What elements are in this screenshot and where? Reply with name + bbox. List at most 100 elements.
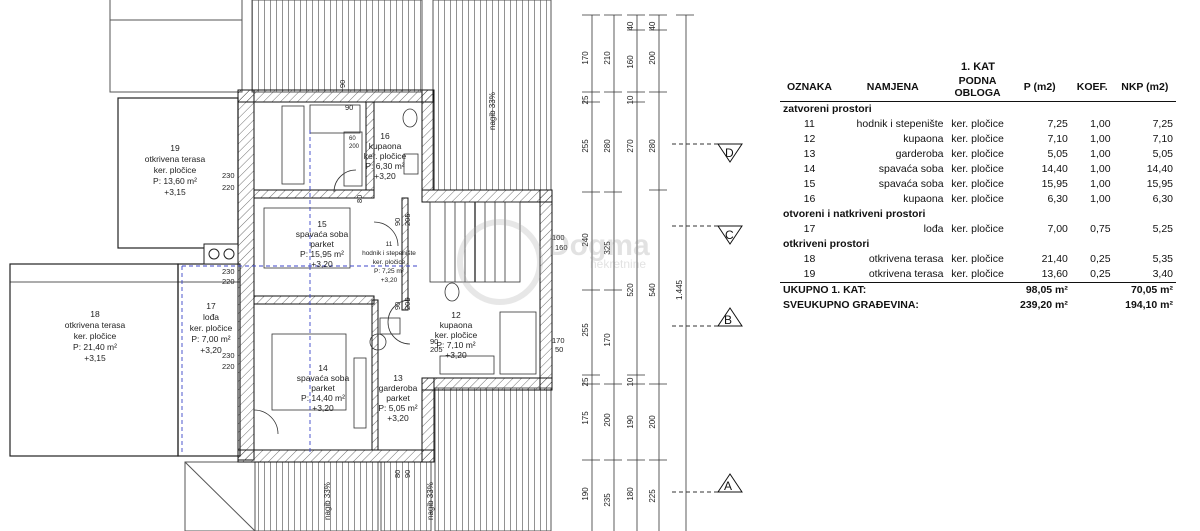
room-level: +3,20 <box>387 413 409 423</box>
dim-label: 520 <box>626 283 635 297</box>
total-label: UKUPNO 1. KAT: <box>780 282 1009 298</box>
cell-koef: 1,00 <box>1090 178 1111 190</box>
dim-label: 190 <box>581 487 590 501</box>
room-name: hodnik i stepenište <box>362 250 416 257</box>
cell-p: 5,05 <box>1047 148 1068 160</box>
dim-label: 220 <box>222 362 235 371</box>
dim-label: 90 <box>393 218 402 226</box>
total-spacer <box>1070 282 1114 298</box>
room-id: 13 <box>393 373 403 383</box>
area-table-panel: 1. KAT OZNAKA NAMJENA PODNA OBLOGA P (m2… <box>780 60 1180 313</box>
dim-label: 90 <box>338 80 347 88</box>
cell-koef: 1,00 <box>1090 163 1111 175</box>
room-name: kupaona <box>440 320 473 330</box>
dim-label: 100 <box>552 233 565 242</box>
room-13: 13 garderoba parket P: 5,05 m² +3,20 <box>378 373 417 423</box>
watermark-brand: Dogma <box>548 229 650 262</box>
cell-oznaka: 11 <box>804 118 815 130</box>
roof-slope: nagib 33% <box>323 482 332 520</box>
dim-label: 240 <box>581 233 590 247</box>
room-floor: parket <box>386 393 410 403</box>
room-16: 16 kupaona ker. pločice P: 6,30 m² +3,20 <box>364 131 407 181</box>
dim-label: 255 <box>581 139 590 153</box>
cell-koef: 0,75 <box>1090 223 1111 235</box>
cell-namjena: otkrivena terasa <box>868 253 944 265</box>
total-spacer <box>1071 298 1114 313</box>
dim-label: 10 <box>626 95 635 104</box>
room-11: 11 hodnik i stepenište ker. pločice P: 7… <box>362 241 416 284</box>
cell-obloga: ker. pločice <box>951 193 1004 205</box>
table-section-row: otkriveni prostori <box>780 237 1176 252</box>
dim-label: 220 <box>222 183 235 192</box>
cell-namjena: lođa <box>923 223 944 235</box>
watermark-logo: Dogma nekretnine <box>457 219 650 305</box>
dim-label: 205 <box>430 345 443 354</box>
section-markers: D C B A <box>672 143 743 493</box>
dim-label: 200 <box>648 51 657 65</box>
dim-label: 50 <box>555 345 563 354</box>
cell-oznaka: 16 <box>803 193 816 205</box>
room-floor: parket <box>310 239 334 249</box>
cell-p: 7,25 <box>1047 118 1068 130</box>
cell-nkp: 7,10 <box>1152 133 1173 145</box>
room-level: +3,20 <box>311 259 333 269</box>
col-p: P (m2) <box>1008 75 1071 102</box>
dim-label: 205 <box>403 213 412 226</box>
cell-obloga: ker. pločice <box>951 268 1004 280</box>
dim-label: 230 <box>222 171 235 180</box>
room-id: 12 <box>451 310 461 320</box>
section-mark-label: A <box>724 479 732 493</box>
section-mark-b: B <box>672 307 743 327</box>
room-labels: 19 otkrivena terasa ker. pločice P: 13,6… <box>65 131 478 423</box>
cell-nkp: 5,25 <box>1152 223 1173 235</box>
room-level: +3,15 <box>84 353 106 363</box>
room-15: 15 spavaća soba parket P: 15,95 m² +3,20 <box>296 219 349 269</box>
cell-oznaka: 12 <box>803 133 816 145</box>
table-section-row: zatvoreni prostori <box>780 102 1176 118</box>
dim-label: 200 <box>349 144 360 150</box>
dim-label: 160 <box>626 55 635 69</box>
cell-oznaka: 19 <box>803 268 816 280</box>
dimension-chains <box>582 14 694 531</box>
section-mark-c: C <box>672 225 743 245</box>
dim-label: 230 <box>222 267 235 276</box>
cell-nkp: 3,40 <box>1152 268 1173 280</box>
section-mark-d: D <box>672 143 743 163</box>
roof-slope: nagib 33% <box>426 482 435 520</box>
cell-p: 14,40 <box>1041 163 1068 175</box>
table-caption: 1. KAT <box>960 61 996 73</box>
room-area: P: 7,10 m² <box>436 340 475 350</box>
dim-label: 540 <box>648 283 657 297</box>
room-level: +3,15 <box>164 187 186 197</box>
col-obloga: PODNA OBLOGA <box>946 75 1009 102</box>
staircase <box>429 201 521 283</box>
dim-label: 80 <box>355 195 364 203</box>
total-label: SVEUKUPNO GRAĐEVINA: <box>783 299 919 311</box>
dim-label: 210 <box>603 51 612 65</box>
cell-koef: 1,00 <box>1090 148 1111 160</box>
room-19: 19 otkrivena terasa ker. pločice P: 13,6… <box>145 143 206 197</box>
roof-areas <box>109 0 552 531</box>
room-area: P: 7,00 m² <box>191 334 230 344</box>
cell-nkp: 15,95 <box>1146 178 1173 190</box>
dim-label: 190 <box>626 415 635 429</box>
cell-namjena: hodnik i stepenište <box>856 118 944 130</box>
total-nkp: 194,10 m² <box>1125 299 1173 311</box>
room-floor: parket <box>311 383 335 393</box>
room-17: 17 lođa ker. pločice P: 7,00 m² +3,20 <box>190 301 233 355</box>
cell-obloga: ker. pločice <box>951 163 1004 175</box>
cell-nkp: 6,30 <box>1152 193 1173 205</box>
section-mark-a: A <box>672 473 743 493</box>
dim-label: 225 <box>648 489 657 503</box>
dim-label: 10 <box>626 377 635 386</box>
cell-p: 7,00 <box>1047 223 1068 235</box>
dim-label: 200 <box>648 415 657 429</box>
col-namjena: NAMJENA <box>838 75 947 102</box>
cell-oznaka: 14 <box>803 163 816 175</box>
